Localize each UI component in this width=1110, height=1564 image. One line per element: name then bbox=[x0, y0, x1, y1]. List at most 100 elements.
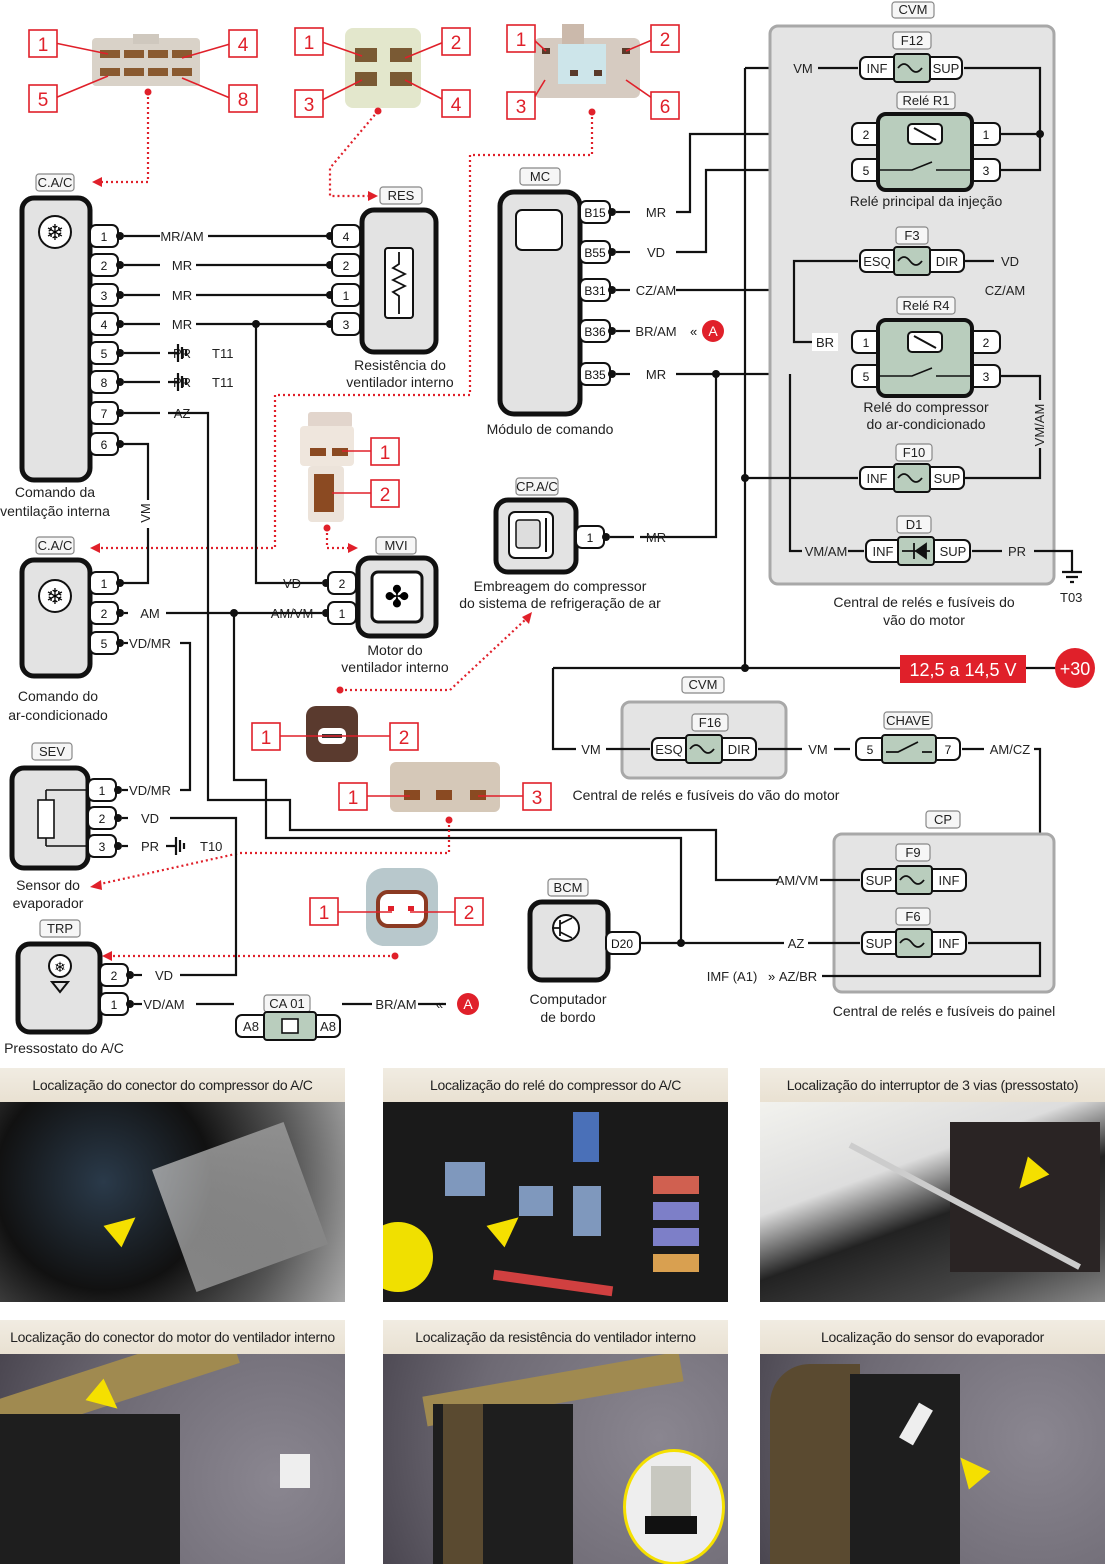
svg-text:1: 1 bbox=[380, 443, 391, 464]
component-caption: Resistência do bbox=[354, 357, 446, 373]
svg-text:5: 5 bbox=[863, 370, 870, 384]
svg-text:INF: INF bbox=[867, 471, 888, 486]
wiring-diagram: 1 4 5 8 1 2 3 4 1 2 3 6 bbox=[0, 1, 1095, 1056]
pin-number: 5 bbox=[101, 637, 108, 651]
svg-text:2: 2 bbox=[399, 728, 410, 749]
svg-text:2: 2 bbox=[863, 128, 870, 142]
ground-t11: T11 T11 bbox=[168, 344, 233, 391]
svg-text:F6: F6 bbox=[905, 909, 920, 924]
wire-label: VM/AM bbox=[1032, 404, 1047, 447]
pin-number: 2 bbox=[99, 812, 106, 826]
svg-text:3: 3 bbox=[983, 370, 990, 384]
component-comando-ventilacao: C.A/C ❄ Comando da ventilação interna bbox=[0, 173, 110, 519]
photo-panel-blower-connector: Localização do conector do motor do vent… bbox=[0, 1320, 345, 1564]
ground-t10: T10 bbox=[166, 837, 222, 855]
pin-number: 1 bbox=[101, 230, 108, 244]
ground-label: T11 bbox=[212, 346, 233, 361]
svg-text:INF: INF bbox=[873, 544, 894, 559]
svg-text:ESQ: ESQ bbox=[863, 254, 890, 269]
fuse-icon bbox=[689, 744, 715, 754]
component-tag: RES bbox=[388, 188, 415, 203]
wire-label: VD/MR bbox=[129, 783, 171, 798]
thermistor-icon bbox=[45, 789, 90, 847]
connector-mvi-photo: 1 2 bbox=[300, 412, 400, 553]
wire-label: VM/AM bbox=[805, 544, 848, 559]
svg-text:CP.A/C: CP.A/C bbox=[516, 479, 558, 494]
clutch-icon bbox=[515, 519, 541, 549]
pin-number: 1 bbox=[343, 289, 350, 303]
svg-text:Relé R4: Relé R4 bbox=[903, 298, 950, 313]
connector-mc-top: 1 2 3 6 bbox=[90, 24, 680, 553]
pin-number: 3 bbox=[101, 289, 108, 303]
svg-text:1: 1 bbox=[319, 903, 330, 924]
wire-label: VD bbox=[141, 811, 159, 826]
svg-text:MVI: MVI bbox=[384, 538, 407, 553]
wire-label: VM bbox=[808, 742, 828, 757]
relay-r1: Relé R1 2 1 5 3 Relé principal da injeçã… bbox=[850, 91, 1002, 209]
pin-number: 1 bbox=[111, 998, 118, 1012]
connector-cpac-photo: 1 2 bbox=[251, 612, 532, 762]
wire-label: MR bbox=[646, 367, 666, 382]
connector-sev-photo: 1 3 bbox=[90, 762, 552, 890]
fuse-icon bbox=[897, 256, 923, 266]
wire-label: CZ/AM bbox=[985, 283, 1025, 298]
terminal-label: +30 bbox=[1060, 659, 1091, 679]
pin-number: 4 bbox=[343, 230, 350, 244]
svg-text:A: A bbox=[463, 996, 473, 1012]
snowflake-icon: ❄ bbox=[46, 584, 64, 609]
svg-text:Central de relés e fusíveis do: Central de relés e fusíveis do painel bbox=[833, 1003, 1056, 1019]
pin-label: 4 bbox=[238, 35, 249, 56]
svg-text:INF: INF bbox=[939, 936, 960, 951]
pin-label: 1 bbox=[304, 33, 315, 54]
wire-label: MR bbox=[172, 317, 192, 332]
connector-pin: 2 VD bbox=[99, 963, 173, 987]
pin-label: 8 bbox=[238, 90, 249, 111]
pin-number: 2 bbox=[111, 969, 118, 983]
wire-label: MR/AM bbox=[160, 229, 203, 244]
svg-text:Embreagem do compressor: Embreagem do compressor bbox=[474, 578, 647, 594]
pin-number: 2 bbox=[339, 577, 346, 591]
pin-number: 6 bbox=[101, 438, 108, 452]
component-sensor-evaporador: SEV Sensor do evaporador bbox=[9, 742, 91, 911]
svg-text:SEV: SEV bbox=[39, 744, 65, 759]
pin-label: 4 bbox=[451, 95, 462, 116]
svg-text:do ar-condicionado: do ar-condicionado bbox=[866, 416, 985, 432]
wire-label: MR bbox=[646, 205, 666, 220]
wire-label: VD bbox=[155, 968, 173, 983]
pin-number: B35 bbox=[584, 368, 606, 382]
component-motor-ventilador: MVI ✤ Motor do ventilador interno bbox=[341, 536, 449, 675]
pin-number: 1 bbox=[339, 607, 346, 621]
pin-number: 7 bbox=[101, 407, 108, 421]
svg-text:DIR: DIR bbox=[728, 742, 750, 757]
box-tag: CVM bbox=[899, 2, 928, 17]
connector-pin: 4 bbox=[326, 224, 361, 248]
panel-title: Localização do conector do compressor do… bbox=[0, 1068, 345, 1102]
svg-text:ESQ: ESQ bbox=[655, 742, 682, 757]
svg-text:D20: D20 bbox=[611, 937, 633, 951]
svg-text:Relé do compressor: Relé do compressor bbox=[863, 399, 989, 415]
wire-label: VD bbox=[283, 576, 301, 591]
photo-image bbox=[0, 1102, 345, 1302]
panel-title: Localização do interruptor de 3 vias (pr… bbox=[760, 1068, 1105, 1102]
wire-label: BR/AM bbox=[375, 997, 416, 1012]
svg-text:F12: F12 bbox=[901, 33, 923, 48]
wire-label: AZ/BR bbox=[779, 969, 817, 984]
svg-text:de bordo: de bordo bbox=[540, 1009, 595, 1025]
pin-number: 1 bbox=[99, 784, 106, 798]
pin-number: 3 bbox=[343, 318, 350, 332]
pin-number: B15 bbox=[584, 206, 606, 220]
pin-label: 5 bbox=[38, 90, 49, 111]
svg-text:7: 7 bbox=[945, 743, 952, 757]
wire-label: AM/VM bbox=[776, 873, 819, 888]
connector-pin: 1 bbox=[326, 283, 361, 307]
pin-number: B31 bbox=[584, 284, 606, 298]
wire-label: MR bbox=[646, 530, 666, 545]
